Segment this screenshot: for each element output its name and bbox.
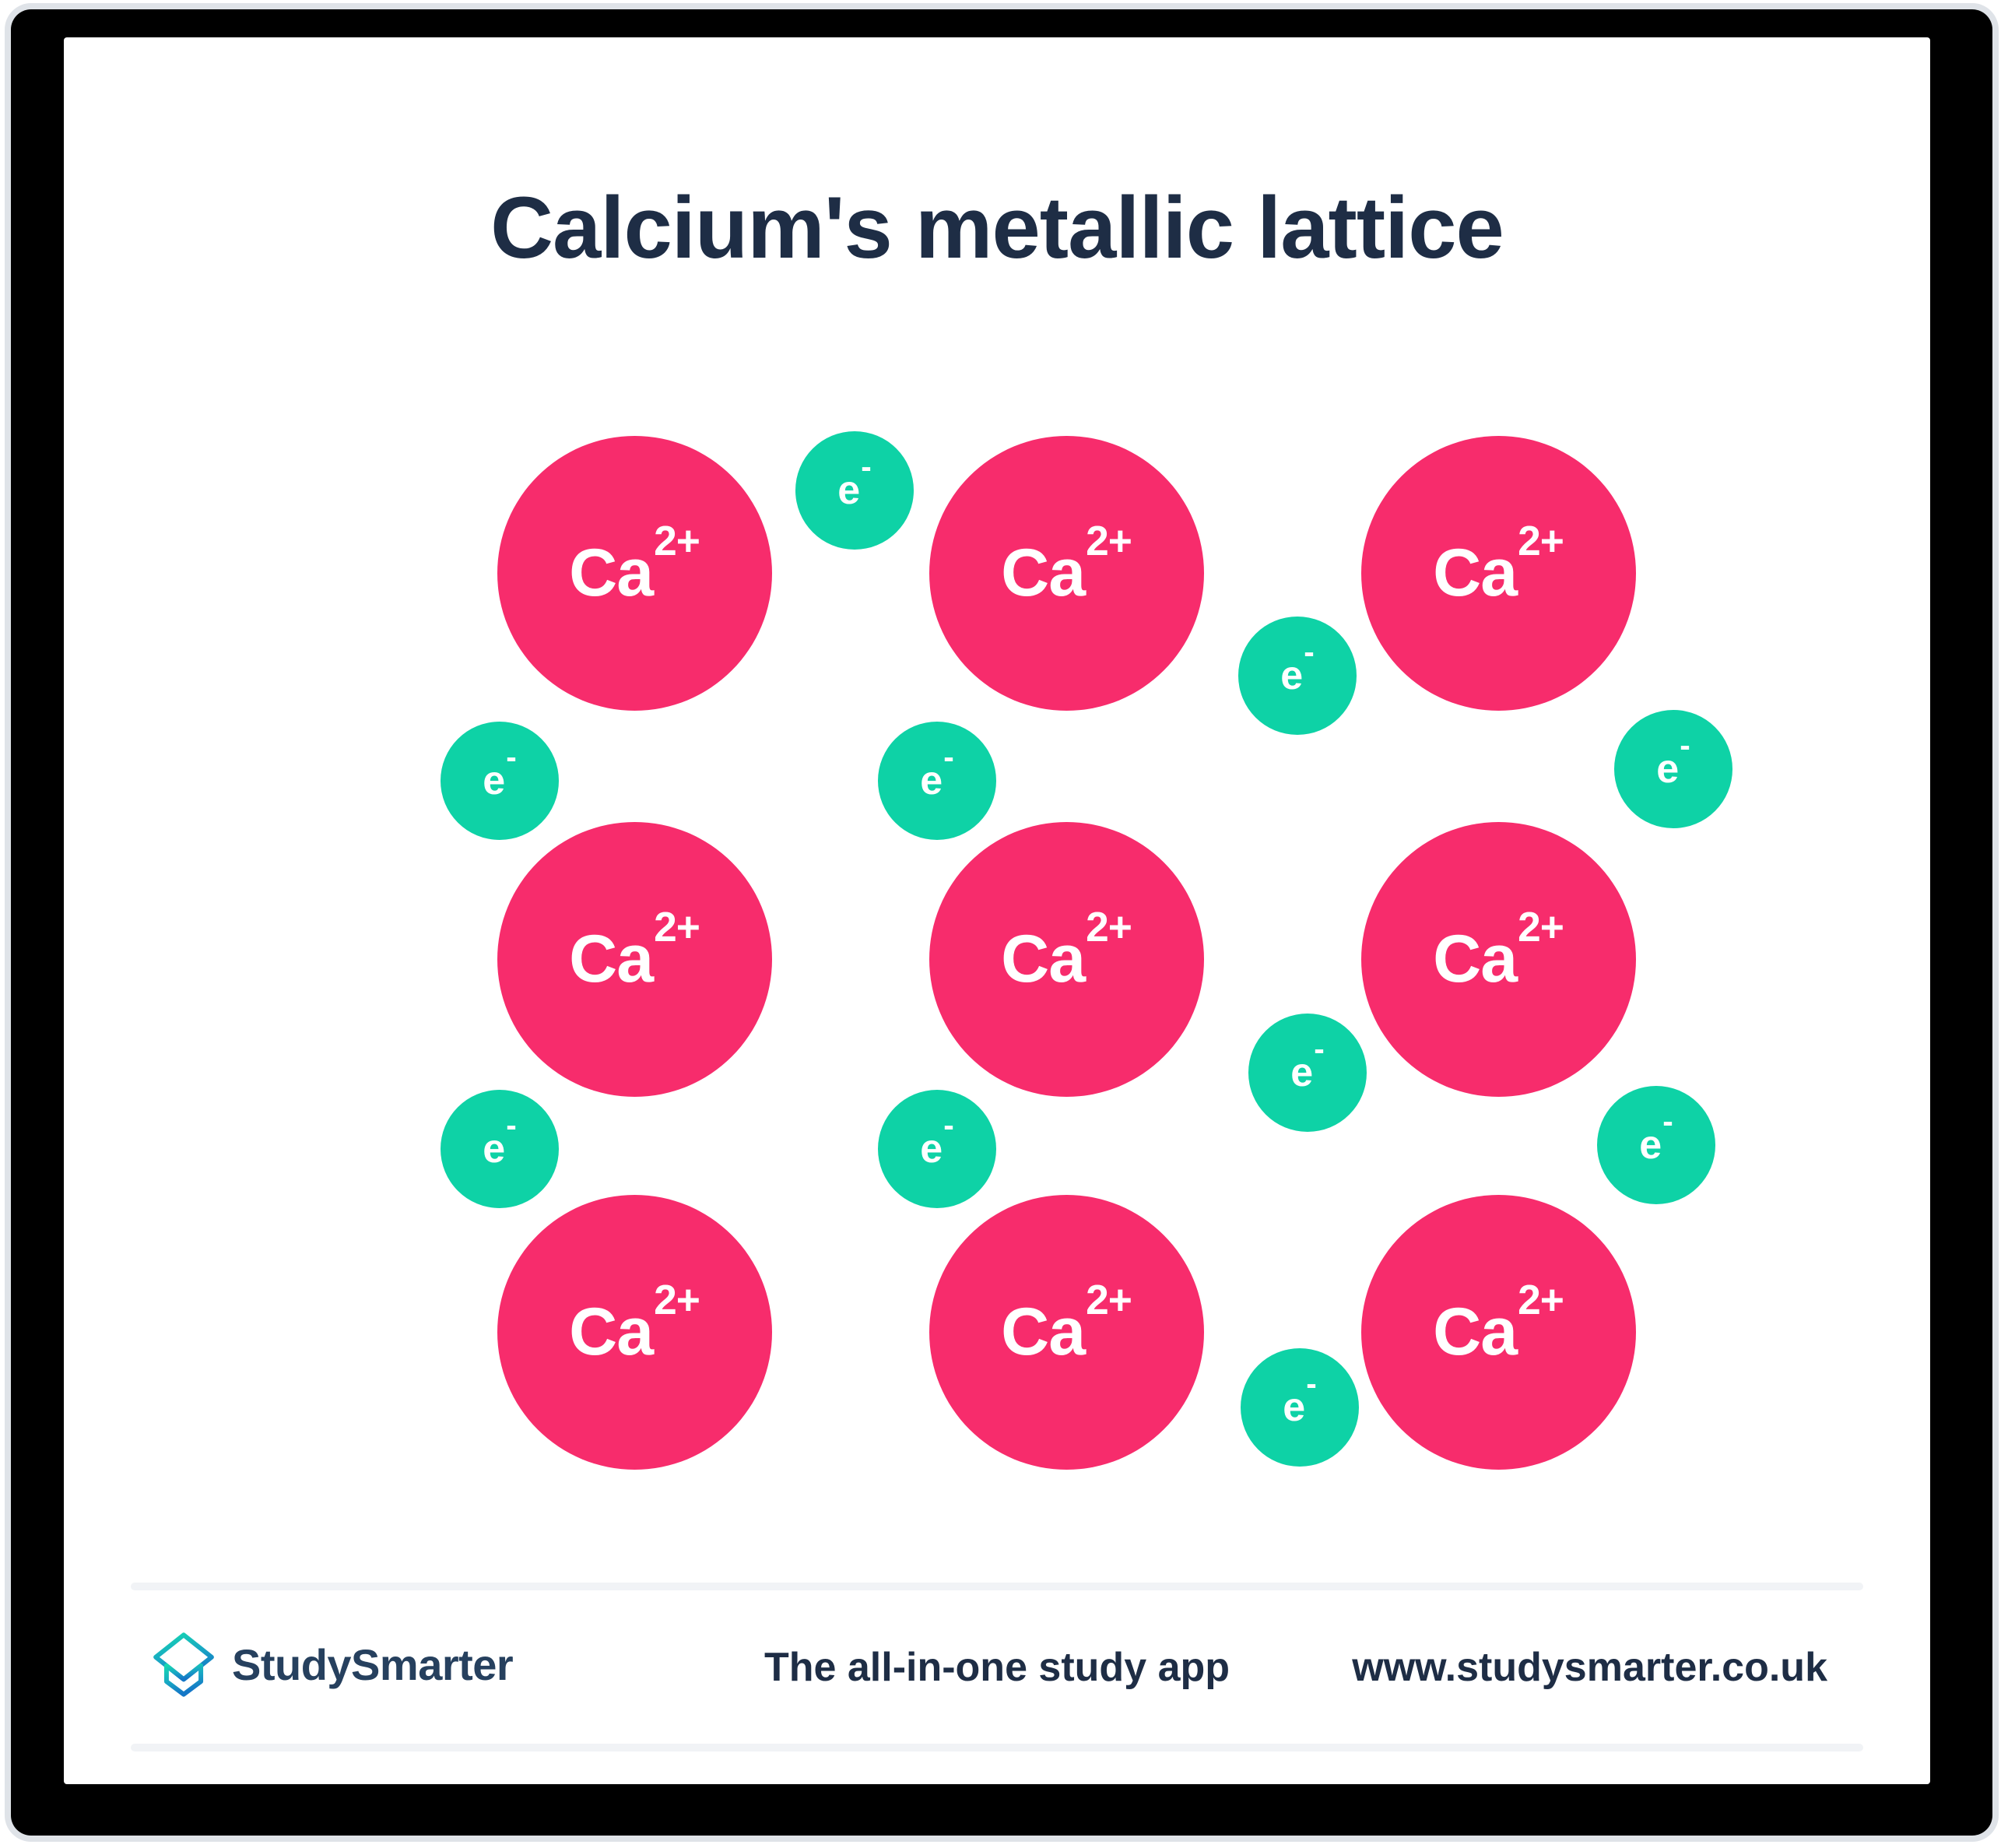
electron-e-7-label: e- [920, 1107, 954, 1172]
calcium-ion-ca-r1c1: Ca2+ [497, 435, 772, 711]
calcium-ion-ca-r1c3: Ca2+ [1360, 435, 1636, 711]
electron-e-1-label: e- [837, 448, 872, 513]
electron-e-10-label: e- [1283, 1365, 1317, 1430]
electron-e-10: e- [1241, 1348, 1359, 1467]
footer-url[interactable]: www.studysmarter.co.uk [1352, 1645, 1827, 1690]
calcium-ion-ca-r3c2-charge: 2+ [1086, 1277, 1132, 1323]
electron-e-1-charge: - [861, 448, 872, 485]
electron-e-6: e- [441, 1090, 559, 1208]
electron-e-3-label: e- [483, 739, 517, 803]
calcium-ion-ca-r1c3-charge: 2+ [1518, 518, 1564, 564]
infographic-card: Calcium's metallic lattice Ca2+Ca2+Ca2+C… [64, 37, 1930, 1784]
calcium-ion-ca-r2c2-label: Ca2+ [1001, 904, 1132, 996]
electron-e-5-label: e- [1656, 727, 1690, 792]
electron-e-3-charge: - [506, 739, 517, 775]
electron-e-9: e- [1597, 1086, 1715, 1204]
electron-e-2: e- [1238, 617, 1357, 735]
calcium-ion-ca-r2c3-charge: 2+ [1518, 904, 1564, 950]
calcium-ion-ca-r3c1: Ca2+ [497, 1194, 772, 1470]
calcium-ion-ca-r2c2: Ca2+ [929, 821, 1204, 1097]
calcium-ion-ca-r3c3-charge: 2+ [1518, 1277, 1564, 1323]
calcium-ion-ca-r2c3-label: Ca2+ [1433, 904, 1564, 996]
calcium-ion-ca-r1c1-charge: 2+ [654, 518, 700, 564]
electron-e-4-charge: - [943, 739, 954, 775]
electron-e-8-charge: - [1314, 1031, 1325, 1067]
calcium-ion-ca-r3c2-label: Ca2+ [1001, 1277, 1132, 1369]
calcium-ion-ca-r1c2-label: Ca2+ [1001, 518, 1132, 610]
brand-name: StudySmarter [232, 1639, 514, 1689]
electron-e-6-label: e- [483, 1107, 517, 1172]
calcium-ion-ca-r1c3-label: Ca2+ [1433, 518, 1564, 610]
electron-e-9-label: e- [1639, 1103, 1673, 1168]
electron-e-10-charge: - [1306, 1365, 1317, 1402]
electron-e-8: e- [1248, 1014, 1367, 1132]
lattice-diagram: Ca2+ Ca2+ Ca2+ Ca2+ Ca2+ Ca2+ Ca2+ Ca2+ Ca2+ e-e-… [64, 37, 1930, 1784]
calcium-ion-ca-r2c3: Ca2+ [1360, 821, 1636, 1097]
calcium-ion-ca-r3c3: Ca2+ [1360, 1194, 1636, 1470]
calcium-ion-ca-r2c1-label: Ca2+ [569, 904, 700, 996]
footer-divider-top [131, 1583, 1863, 1590]
page-title: Calcium's metallic lattice [490, 179, 1504, 276]
electron-e-1: e- [795, 431, 914, 550]
electron-e-4-label: e- [920, 739, 954, 803]
footer: StudySmarter The all-in-one study app ww… [64, 1611, 1930, 1728]
calcium-ion-ca-r3c1-label: Ca2+ [569, 1277, 700, 1369]
calcium-ion-ca-r2c1-charge: 2+ [654, 904, 700, 950]
studysmarter-logo-icon [153, 1632, 214, 1697]
calcium-ion-ca-r3c1-charge: 2+ [654, 1277, 700, 1323]
electron-e-2-label: e- [1280, 634, 1315, 698]
calcium-ion-ca-r1c1-label: Ca2+ [569, 518, 700, 610]
electron-e-7-charge: - [943, 1107, 954, 1144]
electron-e-6-charge: - [506, 1107, 517, 1144]
electron-e-8-label: e- [1290, 1031, 1325, 1095]
electron-e-5-charge: - [1680, 727, 1690, 764]
electron-e-5: e- [1614, 710, 1732, 828]
electron-e-7: e- [878, 1090, 996, 1208]
calcium-ion-ca-r2c2-charge: 2+ [1086, 904, 1132, 950]
electron-e-9-charge: - [1662, 1103, 1673, 1140]
brand-lockup[interactable]: StudySmarter [148, 1628, 514, 1700]
calcium-ion-ca-r3c3-label: Ca2+ [1433, 1277, 1564, 1369]
calcium-ion-ca-r2c1: Ca2+ [497, 821, 772, 1097]
footer-tagline: The all-in-one study app [764, 1645, 1230, 1690]
footer-divider-bottom [131, 1744, 1863, 1751]
electron-e-4: e- [878, 722, 996, 840]
electron-e-3: e- [441, 722, 559, 840]
electron-e-2-charge: - [1304, 634, 1315, 670]
calcium-ion-ca-r1c2: Ca2+ [929, 435, 1204, 711]
calcium-ion-ca-r3c2: Ca2+ [929, 1194, 1204, 1470]
calcium-ion-ca-r1c2-charge: 2+ [1086, 518, 1132, 564]
